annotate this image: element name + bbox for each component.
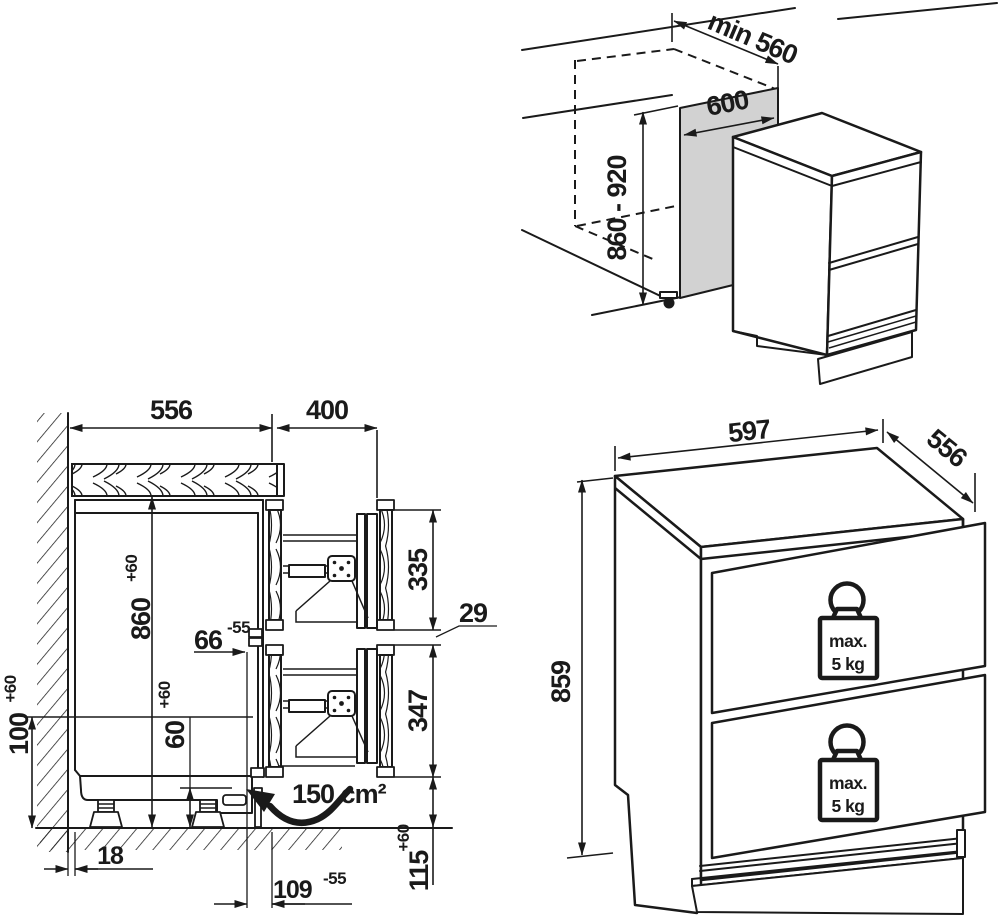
counter-depth-label: 556	[150, 395, 193, 425]
niche-height-label: 860	[126, 598, 156, 640]
vent-slot	[222, 794, 247, 806]
mounting-bracket-icon	[327, 555, 356, 582]
upper-drawer-assembly	[283, 513, 378, 629]
appliance-plinth	[691, 829, 966, 915]
cabinet-side-face	[613, 474, 703, 915]
roller-foot-icon	[659, 291, 678, 309]
cabinet-front-face	[825, 150, 923, 357]
dim-pullout-depth: 400	[276, 395, 378, 498]
mounting-bracket-icon	[327, 690, 356, 717]
bottom-clearance-label: 60	[160, 721, 190, 749]
front-cap	[250, 767, 265, 778]
dim-plinth-recess: 109 -55	[214, 832, 352, 908]
vent-area-label: 150 cm²	[292, 779, 387, 809]
airflow-arrow-icon	[266, 785, 354, 826]
dim-niche-height: 860 +60	[122, 496, 156, 828]
dim-wall-gap: 18	[44, 832, 153, 876]
dim-niche-depth-min: min 560	[671, 6, 802, 90]
lower-drawer-load-icon: max. 5 kg	[817, 723, 880, 823]
side-section-view: 556 400	[1, 395, 497, 908]
wall-hatch	[37, 413, 68, 852]
furniture-fronts-open	[376, 499, 395, 778]
load-label: max.	[829, 773, 867, 793]
foot-front-icon	[89, 799, 123, 828]
rear-clearance-label: 100	[4, 713, 34, 755]
load-label: max.	[829, 631, 867, 651]
appliance-cabinet: max. 5 kg max. 5 kg	[613, 446, 987, 915]
front-offset-label: 66	[194, 625, 223, 655]
wall-gap-label: 18	[97, 842, 124, 870]
front-offset-tol: -55	[227, 618, 250, 637]
floor-hatch	[40, 829, 342, 850]
dim-rear-clearance: 100 +60	[1, 675, 36, 829]
foot-rear-icon	[191, 799, 225, 828]
lower-drawer-assembly	[278, 648, 378, 767]
upper-front-height-label: 335	[403, 548, 433, 591]
load-value: 5 kg	[831, 796, 864, 816]
dim-front-offset: 66 -55	[194, 618, 251, 908]
upper-drawer-load-icon: max. 5 kg	[817, 581, 880, 681]
dim-niche-height-range: 860 - 920	[602, 105, 679, 306]
worktop-section	[71, 463, 285, 497]
rear-clearance-tol: +60	[1, 675, 20, 702]
niche-height-range-label: 860 - 920	[602, 155, 632, 260]
dim-appliance-height: 859	[546, 477, 614, 859]
niche-appliance-cabinet	[731, 111, 923, 385]
niche-height-tol: +60	[122, 555, 141, 582]
dim-bottom-clearance: 60 +60	[155, 681, 232, 828]
appliance-height-label: 859	[546, 660, 576, 703]
dim-plinth-height: 115 +60	[394, 776, 437, 892]
airflow-arrowhead	[246, 789, 275, 812]
bottom-clearance-tol: +60	[155, 681, 174, 708]
cabinet-side-face	[731, 135, 834, 357]
niche-installation-view: 600 860 - 920 min 560	[521, 2, 998, 385]
appliance-width-label: 597	[727, 414, 772, 448]
appliance-dimensions-view: max. 5 kg max. 5 kg 597 556	[546, 414, 987, 915]
front-cap	[248, 628, 263, 638]
wall-section	[37, 412, 69, 853]
plinth-height-label: 115	[404, 850, 434, 892]
plinth-recess-label: 109	[273, 876, 312, 904]
dim-appliance-width: 597	[614, 414, 884, 471]
pullout-depth-label: 400	[306, 395, 348, 425]
dim-lower-front-height: 347	[394, 644, 441, 778]
front-cap	[248, 637, 263, 647]
front-gap-label: 29	[459, 598, 488, 628]
dim-front-gap: 29	[435, 598, 497, 638]
plinth-height-tol: +60	[394, 824, 413, 851]
worktop-edges	[521, 2, 998, 119]
plinth-recess-tol: -55	[323, 869, 346, 888]
floor-section	[35, 827, 453, 850]
furniture-fronts-closed	[265, 499, 284, 778]
dim-counter-depth: 556	[69, 395, 273, 462]
load-value: 5 kg	[831, 654, 864, 674]
lower-front-height-label: 347	[403, 690, 433, 732]
dim-upper-front-height: 335	[381, 509, 441, 631]
vent-area-callout: 150 cm²	[246, 779, 388, 826]
cabinet-plinth	[732, 309, 917, 385]
